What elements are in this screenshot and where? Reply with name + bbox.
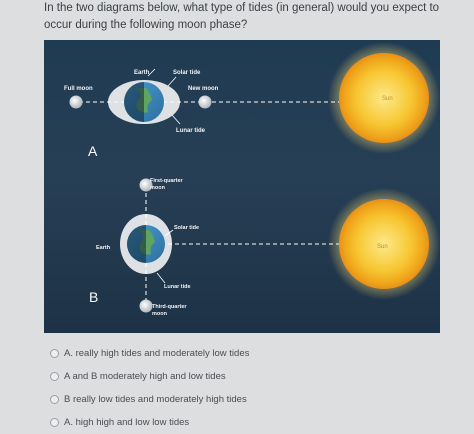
first-quarter-label-2: moon bbox=[150, 185, 166, 191]
radio-button-icon[interactable] bbox=[50, 349, 59, 358]
answer-option-label: A and B moderately high and low tides bbox=[64, 371, 226, 382]
full-moon-label: Full moon bbox=[64, 86, 93, 92]
sun-icon-bottom bbox=[339, 199, 429, 289]
tides-diagram-svg: Sun Sun Earth Solar tide Full moon New m… bbox=[64, 42, 440, 317]
new-moon-label: New moon bbox=[188, 86, 219, 92]
radio-button-icon[interactable] bbox=[50, 418, 59, 427]
lunar-tide-pointer-a bbox=[171, 114, 181, 125]
answer-option-3[interactable]: B really low tides and moderately high t… bbox=[50, 388, 450, 411]
third-quarter-label-2: moon bbox=[152, 311, 168, 317]
earth-pointer-a bbox=[147, 68, 156, 77]
answer-options: A. really high tides and moderately low … bbox=[50, 342, 450, 434]
sun-icon-top bbox=[339, 53, 429, 143]
answer-option-label: A. high high and low low tides bbox=[64, 417, 190, 428]
lunar-tide-label-a: Lunar tide bbox=[176, 128, 206, 134]
solar-tide-pointer-a bbox=[167, 76, 177, 87]
diagram-a-letter: A bbox=[88, 143, 98, 159]
earth-night-b bbox=[127, 225, 146, 263]
earth-label-a: Earth bbox=[134, 70, 150, 76]
answer-option-1[interactable]: A. really high tides and moderately low … bbox=[50, 342, 450, 365]
solar-tide-label-a: Solar tide bbox=[173, 70, 201, 76]
new-moon-icon bbox=[198, 95, 212, 109]
first-quarter-label-1: First-quarter bbox=[150, 178, 184, 184]
answer-option-label: A. really high tides and moderately low … bbox=[64, 348, 250, 359]
answer-option-2[interactable]: A and B moderately high and low tides bbox=[50, 365, 450, 388]
earth-label-b: Earth bbox=[96, 245, 111, 251]
first-quarter-moon-icon bbox=[139, 178, 153, 192]
full-moon-icon bbox=[69, 95, 83, 109]
sun-label-b: Sun bbox=[377, 244, 388, 250]
answer-option-4[interactable]: A. high high and low low tides bbox=[50, 411, 450, 434]
third-quarter-label-1: Third-quarter bbox=[152, 304, 187, 310]
radio-button-icon[interactable] bbox=[50, 372, 59, 381]
solar-tide-label-b: Solar tide bbox=[174, 225, 199, 231]
diagram-b-letter: B bbox=[89, 289, 98, 305]
answer-option-label: B really low tides and moderately high t… bbox=[64, 394, 247, 405]
question-text: In the two diagrams below, what type of … bbox=[44, 2, 440, 31]
third-quarter-moon-icon bbox=[139, 299, 153, 313]
lunar-tide-pointer-b bbox=[156, 272, 166, 284]
radio-button-icon[interactable] bbox=[50, 395, 59, 404]
earth-night-a bbox=[124, 82, 144, 122]
solar-tide-pointer-b bbox=[164, 229, 174, 237]
tides-diagram: Sun Sun Earth Solar tide Full moon New m… bbox=[44, 40, 440, 333]
lunar-tide-label-b: Lunar tide bbox=[164, 284, 191, 290]
sun-label-a: Sun bbox=[382, 96, 393, 102]
